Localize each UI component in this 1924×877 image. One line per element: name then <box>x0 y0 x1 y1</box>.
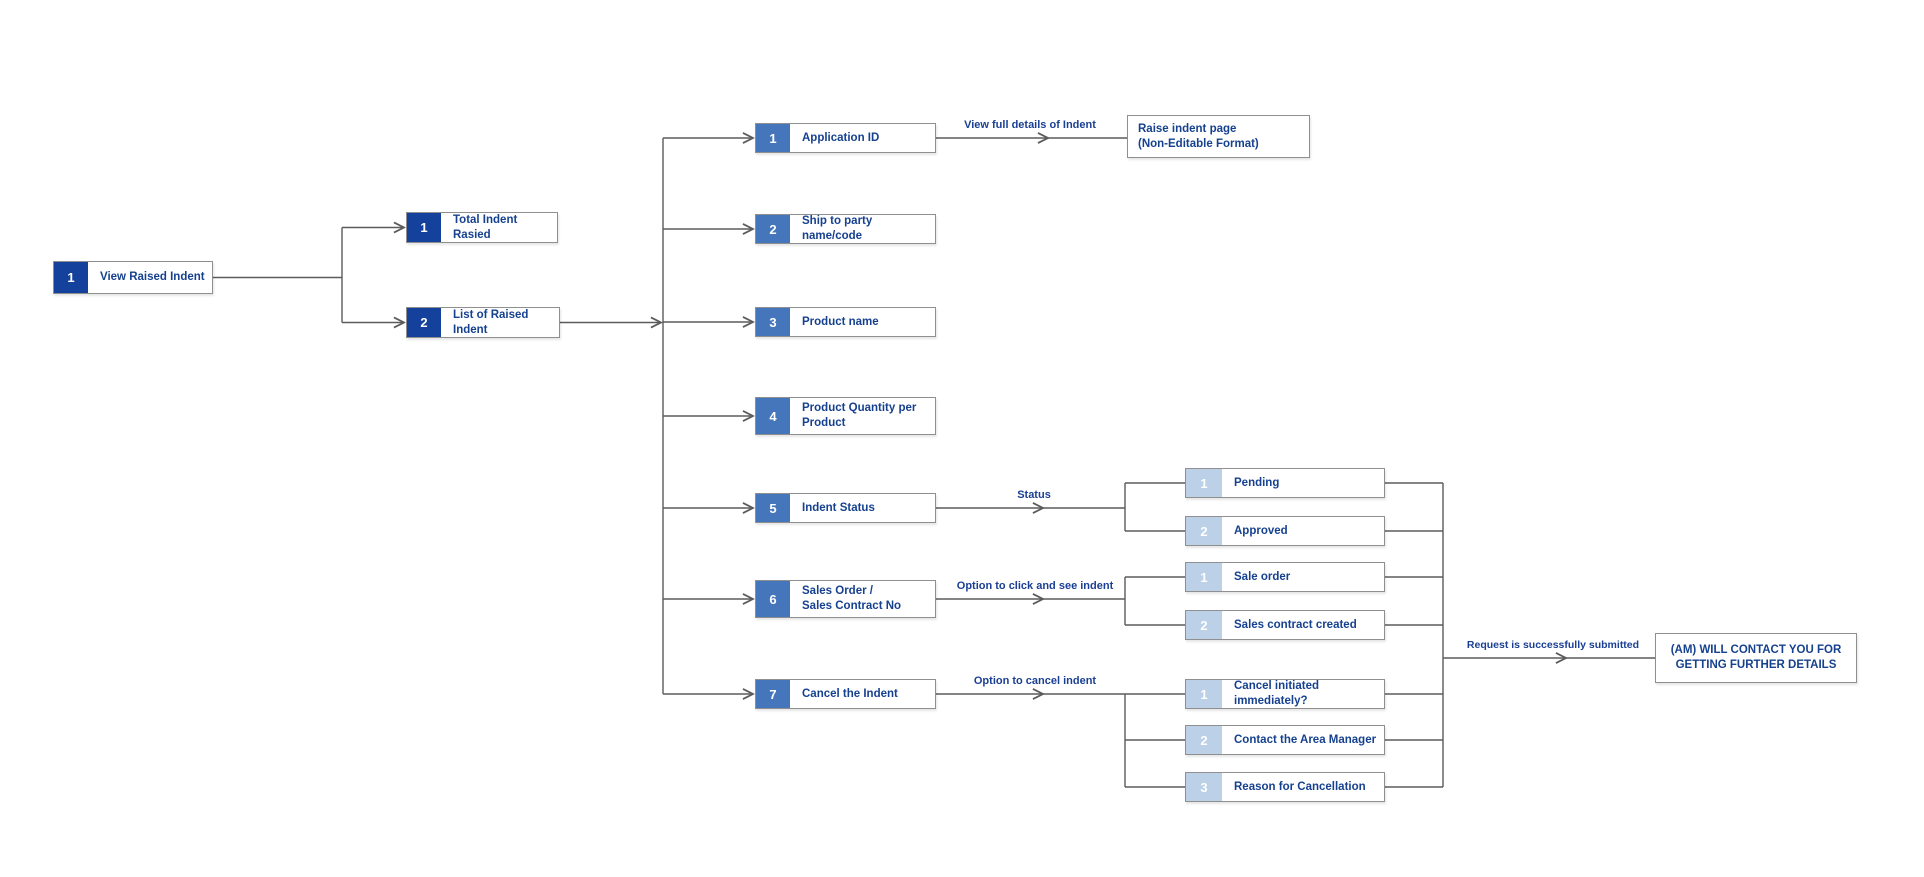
node-cancel-the-indent: 7 Cancel the Indent <box>755 679 936 709</box>
node-label: View Raised Indent <box>100 271 205 284</box>
node-label: Sales contract created <box>1234 618 1357 631</box>
node-label: Product name <box>802 315 879 328</box>
node-label: Sale order <box>1234 570 1291 583</box>
node-number-badge: 2 <box>756 215 790 243</box>
node-label: Contact the Area Manager <box>1234 733 1377 746</box>
connector-click-see-branch <box>1043 576 1185 626</box>
node-number-badge: 3 <box>1186 773 1222 801</box>
connector-cancel-branch <box>1043 693 1185 788</box>
node-label: Product Quantity per Product <box>802 402 917 429</box>
node-sales-contract-created: 2 Sales contract created <box>1185 610 1385 640</box>
edge-label-request-submitted: Request is successfully submitted <box>1466 639 1640 651</box>
connector-collector <box>1385 482 1444 788</box>
node-application-id: 1 Application ID <box>755 123 936 153</box>
connector-root-trunk <box>213 227 343 323</box>
node-am-contact: (AM) WILL CONTACT YOU FOR GETTING FURTHE… <box>1655 633 1857 683</box>
node-label: Raise indent page (Non-Editable Format) <box>1138 122 1259 150</box>
node-contact-area-manager: 2 Contact the Area Manager <box>1185 725 1385 755</box>
node-number-badge: 1 <box>407 213 441 242</box>
node-pending: 1 Pending <box>1185 468 1385 498</box>
node-number-badge: 7 <box>756 680 790 708</box>
node-label: Cancel the Indent <box>802 687 898 700</box>
node-number-badge: 1 <box>1186 469 1222 497</box>
node-number-badge: 2 <box>1186 726 1222 754</box>
node-label: Cancel initiated immediately? <box>1234 680 1319 707</box>
node-label: List of Raised Indent <box>453 308 529 336</box>
node-sale-order: 1 Sale order <box>1185 562 1385 592</box>
node-ship-to-party: 2 Ship to party name/code <box>755 214 936 244</box>
node-sales-order: 6 Sales Order / Sales Contract No <box>755 580 936 618</box>
node-total-indent-rasied: 1 Total Indent Rasied <box>406 212 558 243</box>
node-number-badge: 1 <box>1186 680 1222 708</box>
node-view-raised-indent: 1 View Raised Indent <box>53 261 213 294</box>
node-number-badge: 2 <box>1186 517 1222 545</box>
node-number-badge: 6 <box>756 581 790 617</box>
node-label: Approved <box>1234 524 1288 537</box>
node-number-badge: 4 <box>756 398 790 434</box>
node-label: Reason for Cancellation <box>1234 780 1366 793</box>
edge-label-option-cancel: Option to cancel indent <box>973 675 1097 687</box>
edge-label-status: Status <box>1017 489 1051 501</box>
node-raise-indent-page: Raise indent page (Non-Editable Format) <box>1127 115 1310 158</box>
node-number-badge: 2 <box>407 308 441 337</box>
node-label: Application ID <box>802 131 880 144</box>
node-number-badge: 1 <box>756 124 790 152</box>
node-label: Ship to party name/code <box>802 215 873 242</box>
node-label: Sales Order / Sales Contract No <box>802 585 902 612</box>
node-cancel-initiated: 1 Cancel initiated immediately? <box>1185 679 1385 709</box>
node-number-badge: 3 <box>756 308 790 336</box>
node-indent-status: 5 Indent Status <box>755 493 936 523</box>
node-list-of-raised-indent: 2 List of Raised Indent <box>406 307 560 338</box>
node-approved: 2 Approved <box>1185 516 1385 546</box>
node-label: Total Indent Rasied <box>453 213 518 241</box>
node-number-badge: 2 <box>1186 611 1222 639</box>
node-label: Pending <box>1234 476 1280 489</box>
node-label: Indent Status <box>802 501 875 514</box>
node-number-badge: 1 <box>1186 563 1222 591</box>
edge-label-option-click-see: Option to click and see indent <box>956 580 1114 592</box>
node-label: (AM) WILL CONTACT YOU FOR GETTING FURTHE… <box>1670 644 1842 671</box>
node-number-badge: 1 <box>54 262 88 293</box>
node-product-name: 3 Product name <box>755 307 936 337</box>
node-product-quantity: 4 Product Quantity per Product <box>755 397 936 435</box>
edge-label-view-full-details: View full details of Indent <box>964 119 1096 131</box>
connector-status-branch <box>1043 482 1185 532</box>
node-reason-for-cancellation: 3 Reason for Cancellation <box>1185 772 1385 802</box>
node-number-badge: 5 <box>756 494 790 522</box>
